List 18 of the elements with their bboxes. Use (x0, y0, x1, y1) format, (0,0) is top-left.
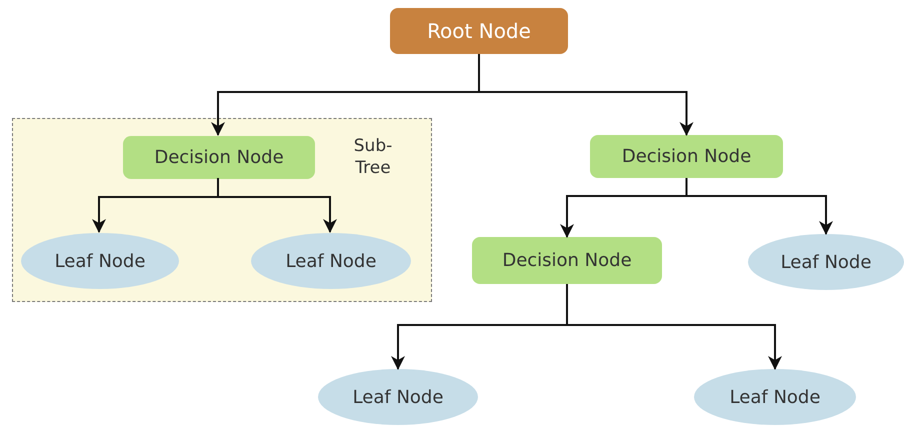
arrow (478, 54, 694, 136)
node-label: Root Node (427, 19, 531, 43)
subtree-label: Sub-Tree (352, 135, 394, 180)
arrow (566, 284, 782, 370)
node-label: Decision Node (154, 147, 284, 168)
decision-node-box (590, 135, 783, 178)
node-label: Leaf Node (780, 252, 872, 272)
node-label: Decision Node (622, 146, 752, 167)
arrow (217, 178, 337, 233)
node-label: Leaf Node (730, 386, 820, 408)
decision-node-box (123, 136, 315, 179)
subtree-region (12, 118, 432, 302)
root-node-box (390, 8, 568, 54)
decision-node-box (472, 237, 662, 284)
node-label: Leaf Node (352, 386, 444, 408)
node-label: Leaf Node (286, 250, 376, 272)
node-label: Decision Node (502, 250, 632, 271)
node-label: Leaf Node (54, 250, 146, 272)
